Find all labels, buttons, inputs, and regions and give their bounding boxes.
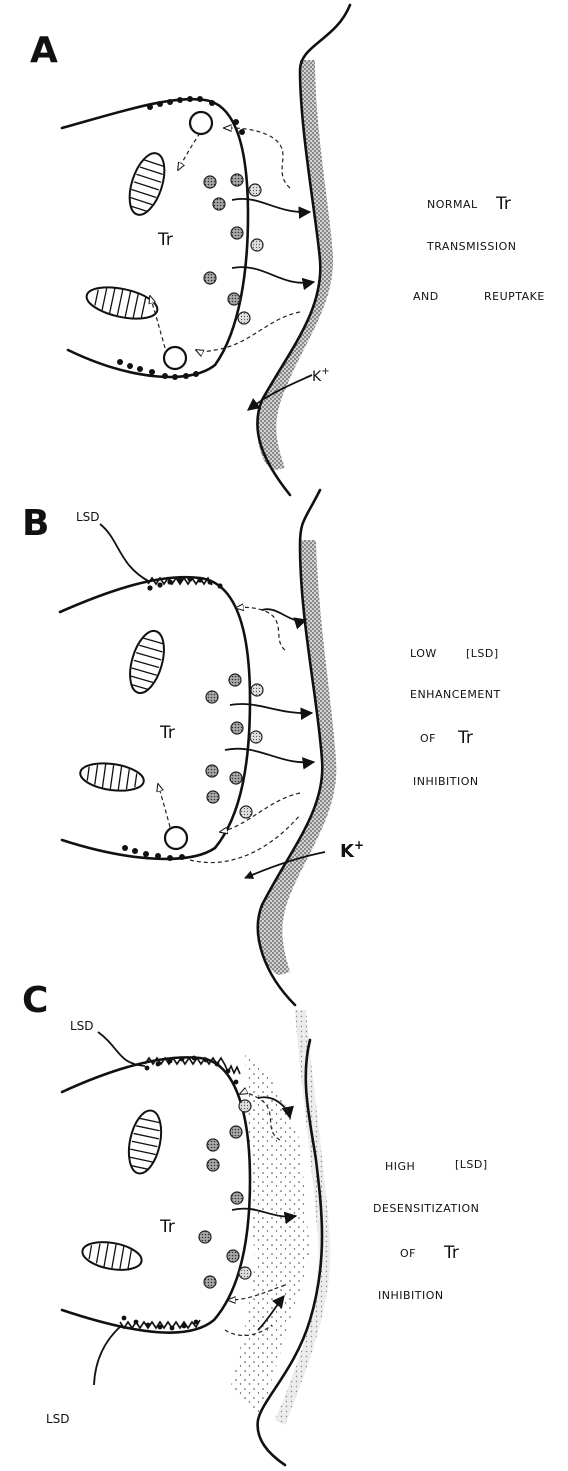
release-arrow-1-a <box>232 199 310 212</box>
svg-text:HIGH: HIGH <box>385 1160 415 1173</box>
svg-text:Tr: Tr <box>457 728 473 748</box>
svg-text:REUPTAKE: REUPTAKE <box>484 290 545 303</box>
svg-text:ENHANCEMENT: ENHANCEMENT <box>410 688 501 701</box>
svg-text:INHIBITION: INHIBITION <box>378 1289 444 1302</box>
reuptake-carrier-top-a <box>190 112 212 134</box>
reuptake-path-top-inner-a <box>178 133 200 170</box>
lsd-label-b: LSD <box>76 510 100 524</box>
mitochondrion-lower-c <box>80 1238 144 1274</box>
caption-a: NORMAL Tr TRANSMISSION AND REUPTAKE <box>413 194 545 303</box>
panel-a: A <box>30 5 545 495</box>
release-arrow-2-b <box>225 749 314 763</box>
lsd-pointer-top-c <box>98 1032 145 1066</box>
mitochondrion-upper-c <box>124 1108 167 1177</box>
mitochondrion-upper-a <box>123 149 171 219</box>
outflow-path-bottom-b <box>190 815 300 863</box>
potassium-label-a: K+ <box>312 366 330 385</box>
panel-b-letter: B <box>22 503 49 544</box>
panel-b: B LSD <box>22 490 501 1005</box>
presynaptic-membrane-a <box>62 99 248 377</box>
vesicles-a <box>204 174 263 324</box>
release-arrow-1-b <box>230 704 312 713</box>
svg-text:[LSD]: [LSD] <box>455 1158 488 1171</box>
postsynaptic-membrane-a <box>257 60 333 470</box>
transmitter-label-c: Tr <box>159 1217 175 1237</box>
lsd-pointer-b <box>100 524 150 582</box>
caption-c: HIGH [LSD] DESENSITIZATION OF Tr INHIBIT… <box>373 1158 488 1302</box>
receptor-sites-b <box>122 576 223 861</box>
svg-text:INHIBITION: INHIBITION <box>413 775 479 788</box>
lsd-label-top-c: LSD <box>70 1019 94 1033</box>
svg-text:Tr: Tr <box>495 194 511 214</box>
reuptake-carrier-bottom-a <box>164 347 186 369</box>
outflow-arrow-top-b <box>262 609 306 621</box>
transmitter-label-b: Tr <box>159 723 175 743</box>
svg-text:NORMAL: NORMAL <box>427 198 478 211</box>
caption-b: LOW [LSD] ENHANCEMENT OF Tr INHIBITION <box>410 647 501 788</box>
reuptake-path-bottom-inner-a <box>150 296 165 348</box>
lsd-label-bottom-c: LSD <box>46 1412 70 1426</box>
postsynaptic-membrane-b <box>259 540 337 975</box>
reuptake-path-bottom-inner-b <box>158 784 170 827</box>
presynaptic-membrane-b <box>60 577 250 859</box>
reuptake-carrier-bottom-b <box>165 827 187 849</box>
svg-text:Tr: Tr <box>443 1243 459 1263</box>
svg-text:LOW: LOW <box>410 647 437 660</box>
panel-c-letter: C <box>22 980 48 1021</box>
svg-text:OF: OF <box>420 732 436 745</box>
receptor-sites-c <box>122 1056 239 1331</box>
vesicles-b <box>206 674 263 818</box>
mitochondrion-lower-b <box>79 760 146 795</box>
presynaptic-membrane-c <box>62 1057 250 1332</box>
receptor-sites-a <box>117 96 245 380</box>
mitochondrion-upper-b <box>124 627 170 697</box>
svg-text:DESENSITIZATION: DESENSITIZATION <box>373 1202 479 1215</box>
lsd-pointer-bottom-c <box>94 1325 122 1385</box>
transmitter-label-a: Tr <box>157 230 173 250</box>
panel-a-letter: A <box>30 30 58 71</box>
svg-text:TRANSMISSION: TRANSMISSION <box>426 240 516 253</box>
svg-text:[LSD]: [LSD] <box>466 647 499 660</box>
panel-c: C LSD LSD <box>22 980 488 1465</box>
potassium-label-b: K+ <box>340 838 364 862</box>
svg-text:AND: AND <box>413 290 439 303</box>
svg-text:OF: OF <box>400 1247 416 1260</box>
reuptake-path-bottom-b <box>220 793 300 832</box>
mitochondrion-lower-a <box>84 282 160 324</box>
